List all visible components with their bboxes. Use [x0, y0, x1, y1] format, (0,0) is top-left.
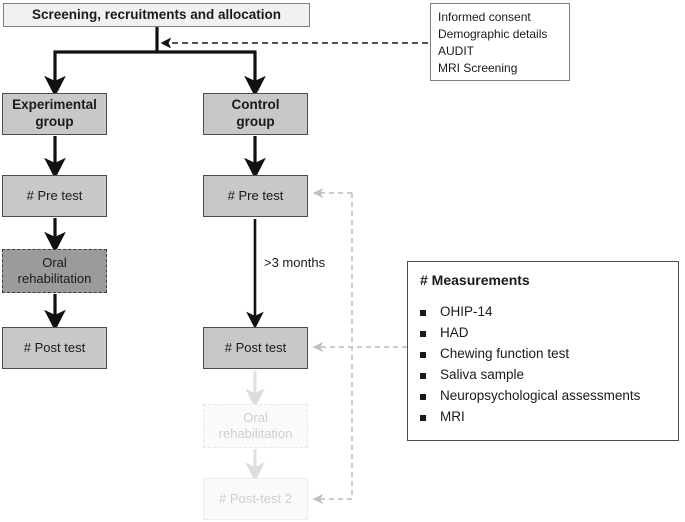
screening-item: MRI Screening — [438, 61, 518, 76]
control-group-box: Control group — [203, 93, 308, 135]
screening-item: AUDIT — [438, 44, 474, 59]
allocation-split-connector — [44, 27, 266, 97]
experimental-group-label-line2: group — [35, 114, 74, 129]
ghost-post-test-2-label: # Post-test 2 — [219, 490, 292, 506]
control-pre-test-label: # Pre test — [227, 187, 284, 203]
ghost-oral-rehabilitation-line2: rehabilitation — [218, 426, 293, 441]
square-bullet-icon — [420, 394, 426, 400]
header-screening-box: Screening, recruitments and allocation — [3, 3, 310, 27]
measurements-box: # Measurements OHIP-14 HAD Chewing funct… — [407, 261, 679, 441]
measurement-item: Neuropsychological assessments — [420, 388, 678, 403]
measurement-item: OHIP-14 — [420, 304, 678, 319]
screening-item: Informed consent — [438, 10, 531, 24]
measurement-label: Chewing function test — [440, 346, 570, 361]
square-bullet-icon — [420, 331, 426, 337]
control-ghost-post-test-2-box: # Post-test 2 — [203, 478, 308, 520]
header-label: Screening, recruitments and allocation — [31, 6, 282, 22]
screening-info-box: Informed consent Demographic details AUD… — [430, 3, 570, 81]
experimental-pre-test-box: # Pre test — [2, 175, 107, 217]
experimental-group-box: Experimental group — [2, 93, 107, 135]
measurement-item: HAD — [420, 325, 678, 340]
measurement-label: HAD — [440, 325, 469, 340]
measurement-label: MRI — [440, 409, 465, 424]
experimental-group-label-line1: Experimental — [12, 97, 97, 113]
measurement-label: OHIP-14 — [440, 304, 493, 319]
experimental-post-test-box: # Post test — [2, 327, 107, 369]
measurements-title: # Measurements — [420, 272, 530, 288]
experimental-pre-test-label: # Pre test — [26, 187, 83, 203]
ghost-oral-rehabilitation-line1: Oral — [243, 409, 268, 425]
control-group-label-line2: group — [236, 114, 275, 129]
measurement-item: Chewing function test — [420, 346, 678, 361]
measurement-label: Saliva sample — [440, 367, 525, 382]
screening-item: Demographic details — [438, 27, 548, 42]
measurement-label: Neuropsychological assessments — [440, 388, 641, 403]
square-bullet-icon — [420, 310, 426, 316]
measurement-item: Saliva sample — [420, 367, 678, 382]
oral-rehabilitation-line2: rehabilitation — [17, 271, 92, 286]
control-post-test-label: # Post test — [224, 339, 287, 355]
control-pre-test-box: # Pre test — [203, 175, 308, 217]
wait-period-label: >3 months — [264, 255, 326, 270]
measurement-item: MRI — [420, 409, 678, 424]
square-bullet-icon — [420, 373, 426, 379]
control-post-test-box: # Post test — [203, 327, 308, 369]
experimental-oral-rehabilitation-box: Oral rehabilitation — [2, 249, 107, 293]
square-bullet-icon — [420, 352, 426, 358]
square-bullet-icon — [420, 415, 426, 421]
control-group-label-line1: Control — [231, 97, 280, 113]
oral-rehabilitation-line1: Oral — [42, 254, 67, 270]
experimental-post-test-label: # Post test — [23, 339, 86, 355]
measurement-connectors — [312, 187, 407, 505]
control-ghost-oral-rehabilitation-box: Oral rehabilitation — [203, 404, 308, 448]
measurements-list: OHIP-14 HAD Chewing function test Saliva… — [420, 304, 678, 424]
